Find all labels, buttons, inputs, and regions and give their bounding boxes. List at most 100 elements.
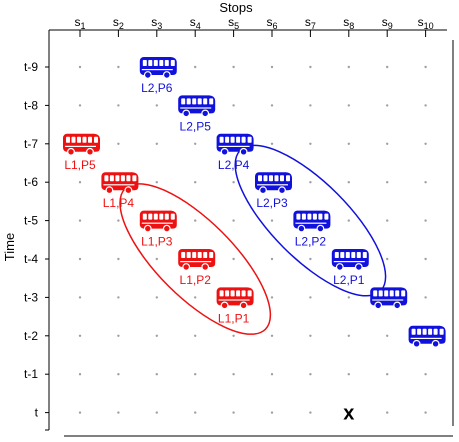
x-marker: x — [343, 403, 354, 425]
grid-dot — [424, 373, 427, 376]
grid-dot — [386, 142, 389, 145]
bus-icon — [370, 287, 408, 310]
bus-icon — [216, 133, 254, 156]
grid-dot — [347, 296, 350, 299]
grid-dot — [270, 296, 274, 299]
grid-dot — [155, 373, 158, 376]
bus-label: L2,P3 — [256, 196, 288, 210]
grid-dot — [232, 219, 235, 222]
bus-label: L2,P6 — [141, 81, 173, 95]
grid-dot — [117, 142, 120, 145]
grid-dot — [78, 257, 82, 261]
stop-label: s8 — [343, 15, 354, 31]
bus-l2-p3: L2,P3 — [255, 172, 292, 210]
bus-label: L1,P3 — [141, 235, 173, 249]
grid-dot — [78, 296, 82, 299]
grid-dot — [309, 181, 312, 184]
grid-dot — [347, 65, 350, 69]
grid-dot — [424, 411, 427, 414]
grid-dot — [194, 296, 197, 299]
grid-dot — [194, 411, 197, 414]
grid-dot — [232, 257, 235, 261]
bus-label: L1,P4 — [103, 196, 135, 210]
grid-dot — [347, 104, 350, 107]
grid-dot — [424, 65, 427, 69]
bus-unlabeled — [370, 287, 408, 310]
grid-dot — [270, 257, 274, 261]
bus-l2-p4: L2,P4 — [216, 133, 254, 172]
grid-dot — [386, 373, 389, 376]
grid-dot — [309, 104, 312, 107]
grid-dot — [117, 65, 120, 69]
time-label: t-3 — [24, 290, 38, 304]
time-label: t-4 — [24, 252, 38, 266]
grid-dot — [155, 411, 158, 414]
grid-dot — [347, 219, 350, 222]
grid-dot — [424, 296, 427, 299]
grid-dot — [117, 334, 120, 337]
marker: x — [343, 403, 354, 425]
grid-dot — [78, 104, 82, 107]
time-axis-title: Time — [2, 233, 17, 261]
grid-dot — [78, 181, 82, 184]
bus-icon — [255, 172, 292, 195]
grid-dot — [347, 181, 350, 184]
grid-dot — [347, 373, 350, 376]
stop-label: s10 — [418, 15, 434, 31]
bus-l1-p1: L1,P1 — [216, 287, 254, 325]
grid-dot — [194, 373, 197, 376]
bus-unlabeled — [408, 325, 446, 348]
time-label: t — [35, 406, 39, 420]
grid-dot — [386, 219, 389, 222]
grid-dot — [386, 257, 389, 261]
grid-dot — [270, 65, 274, 69]
bus-icon — [331, 249, 369, 271]
grid-dots — [78, 65, 427, 414]
grid-dot — [270, 411, 274, 414]
grid-dot — [309, 373, 312, 376]
grid-dot — [309, 142, 312, 145]
grid-dot — [309, 257, 312, 261]
grid-dot — [232, 181, 235, 184]
time-label: t-9 — [24, 60, 38, 74]
bus-icon — [178, 249, 216, 271]
time-label: t-8 — [24, 98, 38, 112]
grid-dot — [117, 373, 120, 376]
grid-dot — [347, 334, 350, 337]
grid-dot — [347, 411, 350, 414]
bus-l2-p6: L2,P6 — [139, 57, 177, 95]
grid-dot — [424, 257, 427, 261]
grid-dot — [270, 104, 274, 107]
grid-dot — [155, 181, 158, 184]
bus-label: L1,P5 — [64, 158, 96, 172]
bus-icon — [216, 287, 254, 310]
stop-label: s5 — [228, 15, 239, 31]
grid-dot — [194, 181, 197, 184]
grid-dot — [309, 411, 312, 414]
grid-dot — [155, 334, 158, 337]
stop-label: s1 — [74, 15, 85, 31]
grid-dot — [347, 142, 350, 145]
grid-dot — [194, 334, 197, 337]
bus-l2-p1: L2,P1 — [331, 249, 369, 287]
bus-l1-p2: L1,P2 — [178, 249, 216, 287]
bus-icon — [293, 210, 331, 233]
stop-label: s7 — [305, 15, 316, 31]
grid-dot — [78, 373, 82, 376]
grid-dot — [386, 65, 389, 69]
grid-dot — [232, 104, 235, 107]
grid-dot — [232, 373, 235, 376]
grid-dot — [424, 104, 427, 107]
grid-dot — [78, 334, 82, 337]
grid-dot — [117, 104, 120, 107]
bus-l2-p2: L2,P2 — [293, 210, 331, 249]
grid-dot — [424, 142, 427, 145]
grid-dot — [270, 142, 274, 145]
stop-label: s4 — [190, 15, 201, 31]
grid-dot — [270, 334, 274, 337]
stops-axis-title: Stops — [219, 0, 253, 15]
time-label: t-7 — [24, 137, 38, 151]
time-label: t-6 — [24, 175, 38, 189]
